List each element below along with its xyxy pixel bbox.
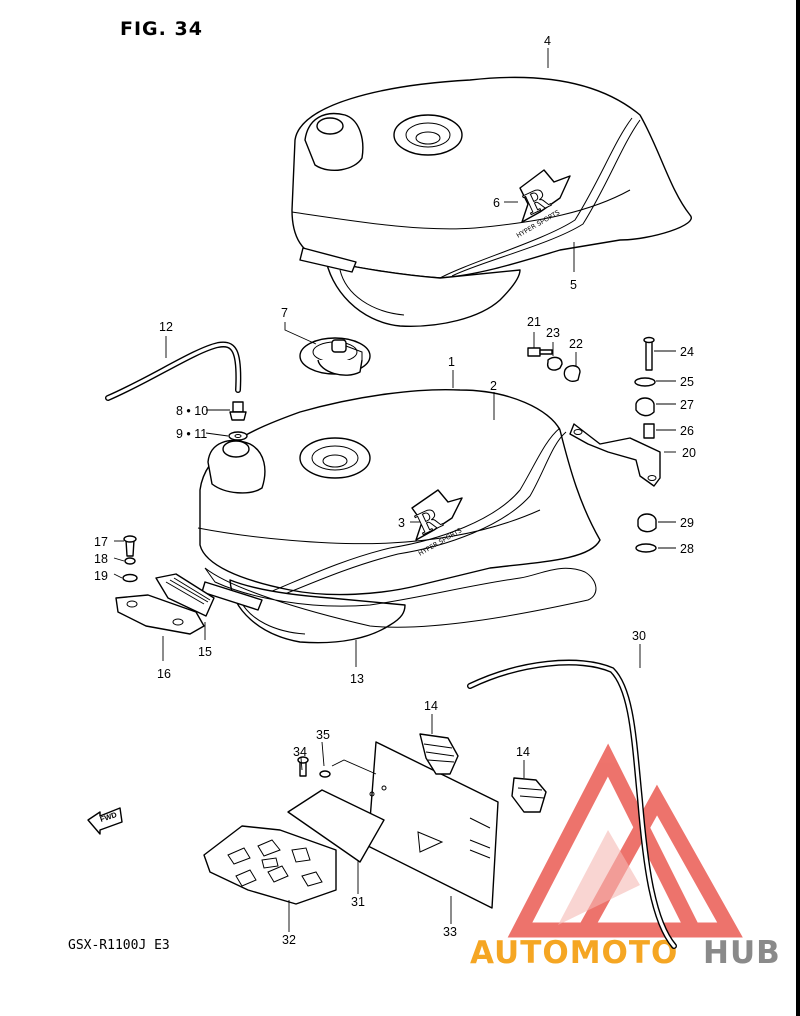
callout-34: 34 <box>293 745 307 759</box>
callout-8-10: 8 • 10 <box>176 404 208 418</box>
callout-6: 6 <box>493 196 500 210</box>
callout-31: 31 <box>351 895 365 909</box>
drain-hose <box>467 659 677 949</box>
callout-26: 26 <box>680 424 694 438</box>
leader-lines <box>113 48 676 932</box>
callout-5: 5 <box>570 278 577 292</box>
callout-33: 33 <box>443 925 457 939</box>
callout-23: 23 <box>546 326 560 340</box>
model-code: GSX-R1100J E3 <box>68 938 170 953</box>
callout-12: 12 <box>159 320 173 334</box>
figure-title: FIG. 34 <box>120 18 203 40</box>
callout-14-a: 14 <box>424 699 438 713</box>
forward-arrow-icon <box>87 807 123 835</box>
callout-30: 30 <box>632 629 646 643</box>
callout-21: 21 <box>527 315 541 329</box>
callout-25: 25 <box>680 375 694 389</box>
callout-28: 28 <box>680 542 694 556</box>
callout-22: 22 <box>569 337 583 351</box>
lower-plates <box>203 733 547 909</box>
callout-16: 16 <box>157 667 171 681</box>
callout-2: 2 <box>490 379 497 393</box>
tank-mount-brackets <box>115 535 215 635</box>
callout-13: 13 <box>350 672 364 686</box>
callout-3: 3 <box>398 516 405 530</box>
callout-27: 27 <box>680 398 694 412</box>
callout-9-11: 9 • 11 <box>176 427 207 441</box>
watermark-text-automoto: AUTOMOTO <box>470 935 678 971</box>
callout-24: 24 <box>680 345 694 359</box>
callout-29: 29 <box>680 516 694 530</box>
fuel-filler-cap <box>299 337 371 376</box>
callout-1: 1 <box>448 355 455 369</box>
rear-mount-bracket <box>527 336 661 553</box>
callout-4: 4 <box>544 34 551 48</box>
callout-20: 20 <box>682 446 696 460</box>
fuel-tank-main <box>197 388 601 644</box>
breather-hose <box>105 341 242 401</box>
callout-14-b: 14 <box>516 745 530 759</box>
fuel-valve-nipple <box>228 401 248 441</box>
callout-32: 32 <box>282 933 296 947</box>
watermark-text-hub: HUB <box>703 935 781 971</box>
callout-19: 19 <box>94 569 108 583</box>
callout-numbers: 1 2 3 4 5 6 7 8 • 10 9 • 11 12 13 14 14 … <box>94 34 696 947</box>
watermark-logo <box>507 743 743 938</box>
callout-35: 35 <box>316 728 330 742</box>
callout-17: 17 <box>94 535 108 549</box>
callout-7: 7 <box>281 306 288 320</box>
page-border-right <box>796 0 800 1016</box>
callout-18: 18 <box>94 552 108 566</box>
tank-cover-upper <box>291 76 692 327</box>
callout-15: 15 <box>198 645 212 659</box>
